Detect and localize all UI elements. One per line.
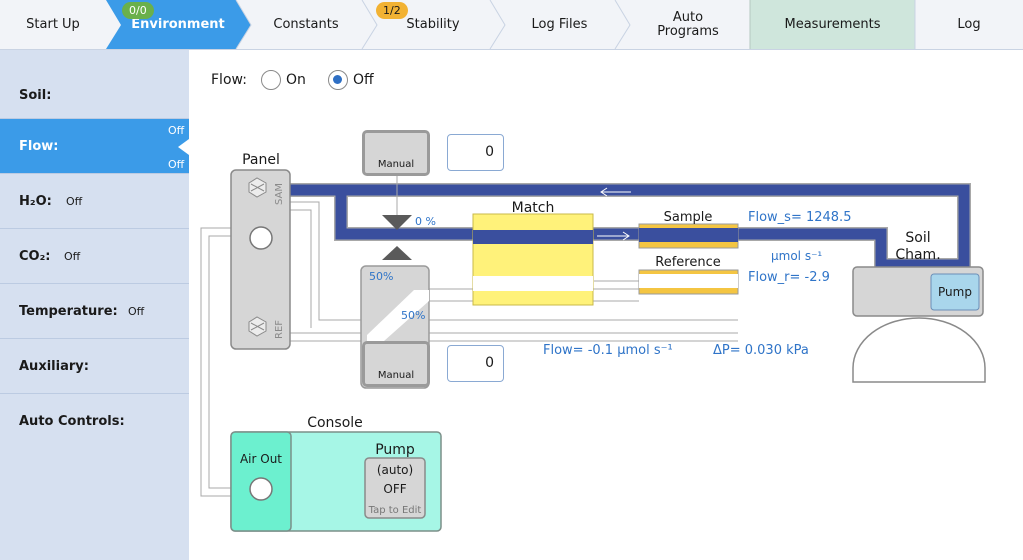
pump-hint: Tap to Edit: [368, 505, 422, 516]
console-label: Console: [307, 415, 363, 431]
manual-bottom-button[interactable]: Manual: [362, 341, 430, 387]
manual-top-label: Manual: [377, 159, 415, 170]
pump-label: Pump: [375, 442, 415, 458]
delta-p-readout: ΔP= 0.030 kPa: [713, 343, 809, 358]
pump-mode: (auto): [377, 463, 413, 477]
tab-measurements[interactable]: Measurements: [750, 0, 915, 49]
sample-label: Sample: [664, 210, 713, 225]
ref-port-icon: [248, 316, 267, 337]
console-pump-button[interactable]: [364, 457, 426, 519]
flow-unit: µmol s⁻¹: [771, 249, 822, 263]
valve-percent-top: 0 %: [415, 215, 436, 228]
air-out-port-icon: [249, 477, 273, 501]
chamber-pump-label: Pump: [938, 285, 972, 299]
sidebar-item-label: H₂O:: [19, 194, 52, 209]
ref-label: REF: [274, 320, 285, 339]
flow-total-readout: Flow= -0.1 µmol s⁻¹: [543, 343, 673, 358]
tab-label: Log: [957, 16, 981, 32]
tab-label: Start Up: [26, 16, 80, 32]
match-label: Match: [512, 200, 555, 216]
panel-port-icon: [249, 226, 273, 250]
sidebar-item-value: Off: [168, 124, 185, 137]
sidebar-item-label: CO₂:: [19, 249, 51, 264]
sidebar-item-auxiliary[interactable]: Auxiliary:: [0, 339, 189, 394]
tab-label: Log Files: [531, 16, 588, 32]
sidebar-item-value: Off: [64, 250, 81, 263]
pump-state: OFF: [383, 482, 406, 496]
tab-label: Measurements: [784, 16, 881, 32]
flow-off-radio[interactable]: [328, 70, 348, 90]
tab-label-line1: Auto: [672, 9, 704, 25]
flow-on-label[interactable]: On: [286, 72, 306, 88]
valve-down-icon: [382, 215, 412, 230]
sidebar-item-label: Auxiliary:: [19, 359, 89, 374]
flow-diagram: Panel SAM REF 0 % 50% 50% Match Sample R…: [200, 152, 986, 532]
main-panel: Flow: On Off: [189, 50, 1023, 560]
air-out-label: Air Out: [240, 452, 282, 466]
tab-environment[interactable]: Environment: [118, 0, 238, 49]
sample-pipe: [290, 184, 970, 271]
sidebar-item-label: Temperature:: [19, 304, 118, 319]
soil-chamber-label-2: Cham.: [895, 247, 940, 263]
manual-top-value[interactable]: 0: [447, 134, 504, 171]
flow-r-readout: Flow_r= -2.9: [748, 270, 830, 285]
tab-start-up[interactable]: Start Up: [0, 0, 106, 49]
tab-environment-badge: 0/0: [122, 2, 154, 19]
sidebar: Soil: Flow: Off Off H₂O: Off CO₂: Off Te…: [0, 50, 189, 560]
soil-chamber-dome: [852, 317, 986, 383]
flow-on-radio[interactable]: [261, 70, 281, 90]
match-pipe-segment: [473, 230, 593, 244]
sidebar-item-temperature[interactable]: Temperature: Off: [0, 284, 189, 339]
sidebar-item-flow[interactable]: Flow: Off Off: [0, 119, 189, 174]
tab-auto-programs[interactable]: Auto Programs: [628, 0, 748, 49]
tab-stability[interactable]: Stability: [376, 0, 490, 49]
sidebar-item-label: Soil:: [19, 88, 52, 103]
soil-chamber-label-1: Soil: [905, 230, 930, 246]
manual-top-button[interactable]: Manual: [362, 130, 430, 176]
sidebar-item-value: Off: [128, 305, 145, 318]
sidebar-item-label: Flow:: [19, 139, 59, 154]
tab-constants[interactable]: Constants: [250, 0, 362, 49]
flow-label: Flow:: [211, 72, 247, 88]
tab-log[interactable]: Log: [915, 0, 1023, 49]
panel-label: Panel: [242, 152, 280, 168]
sidebar-item-h2o[interactable]: H₂O: Off: [0, 174, 189, 229]
active-pointer-icon: [178, 139, 189, 155]
sidebar-item-value: Off: [66, 195, 83, 208]
tab-log-files[interactable]: Log Files: [504, 0, 615, 49]
sidebar-item-auto-controls[interactable]: Auto Controls:: [0, 394, 189, 449]
tab-label-line2: Programs: [657, 23, 719, 39]
flow-s-readout: Flow_s= 1248.5: [748, 210, 851, 225]
manual-bottom-value[interactable]: 0: [447, 345, 504, 382]
valve-percent-left: 50%: [369, 270, 393, 283]
match-ref-segment: [473, 276, 593, 291]
tab-label: Constants: [273, 16, 339, 32]
valve-up-icon: [382, 246, 412, 260]
sam-label: SAM: [274, 183, 285, 205]
sidebar-item-value: Off: [168, 158, 185, 171]
flow-off-label[interactable]: Off: [353, 72, 374, 88]
tab-measurements-bg: [750, 0, 915, 49]
panel-box: [230, 169, 291, 350]
sidebar-item-co2[interactable]: CO₂: Off: [0, 229, 189, 284]
tab-bar: Start Up Environment 0/0 Constants Stabi…: [0, 0, 1023, 50]
tab-label: Stability: [406, 16, 460, 32]
mixing-valve-diagonal: [367, 290, 429, 341]
reference-label: Reference: [655, 255, 720, 270]
tab-label: Environment: [131, 16, 225, 32]
chamber-pump-box[interactable]: [930, 273, 980, 311]
valve-percent-right: 50%: [401, 309, 425, 322]
manual-bottom-label: Manual: [377, 370, 415, 381]
sam-port-icon: [248, 177, 267, 198]
tab-stability-badge: 1/2: [376, 2, 408, 19]
sidebar-item-soil[interactable]: Soil:: [0, 70, 189, 119]
sidebar-item-label: Auto Controls:: [19, 414, 125, 429]
match-box: [472, 213, 594, 306]
